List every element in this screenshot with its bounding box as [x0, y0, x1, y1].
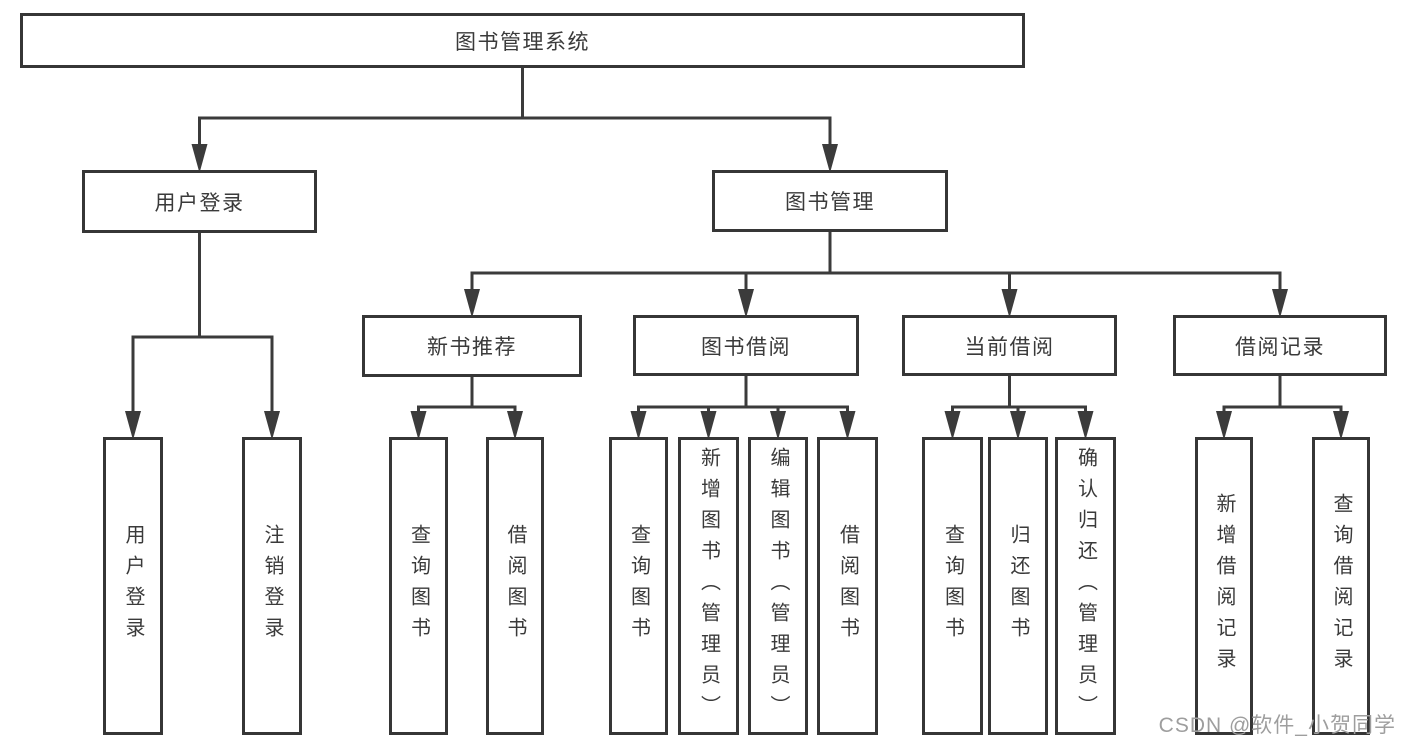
node-borrow-edit: 编辑图书（管理员） — [748, 437, 808, 735]
node-label: 查询图书 — [941, 524, 964, 648]
node-label: 编辑图书（管理员） — [767, 446, 789, 726]
watermark: CSDN @软件_小贺同学 — [1158, 714, 1396, 737]
node-root: 图书管理系统 — [20, 13, 1025, 68]
node-current: 当前借阅 — [902, 315, 1117, 376]
arrow-down-icon — [410, 411, 427, 440]
arrow-down-icon — [507, 411, 523, 440]
node-label: 查询图书 — [407, 524, 430, 648]
arrow-down-icon — [1077, 411, 1094, 440]
connector-group-mgmt — [464, 230, 1288, 318]
arrow-down-icon — [1001, 289, 1018, 318]
arrow-down-icon — [264, 411, 280, 440]
node-current-confirm: 确认归还（管理员） — [1055, 437, 1116, 735]
node-label: 图书管理系统 — [455, 30, 590, 54]
node-borrow-borrow: 借阅图书 — [817, 437, 878, 735]
arrow-down-icon — [738, 289, 754, 318]
arrow-down-icon — [1010, 411, 1026, 440]
connector-group-newbook — [410, 375, 523, 440]
node-newbook-query: 查询图书 — [389, 437, 448, 735]
node-current-return: 归还图书 — [988, 437, 1048, 735]
connector-group-current — [944, 374, 1094, 440]
arrow-down-icon — [464, 289, 480, 318]
node-label: 借阅图书 — [504, 524, 526, 648]
node-label: 图书管理 — [785, 191, 875, 214]
node-borrow-add: 新增图书（管理员） — [678, 437, 739, 735]
arrow-down-icon — [944, 411, 961, 440]
arrow-down-icon — [630, 411, 647, 440]
arrow-down-icon — [822, 144, 838, 173]
node-login-logout: 注销登录 — [242, 437, 302, 735]
arrow-down-icon — [839, 411, 856, 440]
node-label: 新增借阅记录 — [1213, 493, 1235, 679]
arrow-down-icon — [1216, 411, 1232, 440]
node-label: 新书推荐 — [427, 336, 517, 359]
node-current-query: 查询图书 — [922, 437, 983, 735]
node-label: 用户登录 — [122, 524, 144, 648]
node-records-query: 查询借阅记录 — [1312, 437, 1370, 735]
connector-group-root — [191, 66, 838, 173]
node-label: 注销登录 — [261, 524, 283, 648]
arrow-down-icon — [1272, 289, 1288, 318]
node-borrow-query: 查询图书 — [609, 437, 668, 735]
node-label: 图书借阅 — [701, 335, 791, 359]
node-records-add: 新增借阅记录 — [1195, 437, 1253, 735]
node-label: 确认归还（管理员） — [1074, 446, 1097, 726]
node-borrow: 图书借阅 — [633, 315, 859, 376]
node-label: 查询借阅记录 — [1330, 493, 1352, 679]
node-label: 当前借阅 — [964, 335, 1055, 359]
node-label: 用户登录 — [154, 191, 245, 215]
node-label: 借阅记录 — [1235, 335, 1325, 359]
connector-group-records — [1216, 374, 1349, 440]
arrow-down-icon — [700, 411, 717, 440]
node-label: 新增图书（管理员） — [697, 446, 720, 726]
arrow-down-icon — [191, 144, 208, 173]
arrow-down-icon — [125, 411, 141, 440]
arrow-down-icon — [1333, 411, 1349, 440]
node-records: 借阅记录 — [1173, 315, 1387, 376]
node-label: 查询图书 — [627, 524, 650, 648]
node-newbook-borrow: 借阅图书 — [486, 437, 544, 735]
connector-group-login — [125, 231, 280, 440]
node-newbook: 新书推荐 — [362, 315, 582, 377]
connector-group-borrow — [630, 374, 856, 440]
node-label: 归还图书 — [1007, 524, 1029, 648]
arrow-down-icon — [770, 411, 786, 440]
node-login: 用户登录 — [82, 170, 317, 233]
node-label: 借阅图书 — [836, 524, 859, 648]
node-mgmt: 图书管理 — [712, 170, 948, 232]
node-login-user: 用户登录 — [103, 437, 163, 735]
